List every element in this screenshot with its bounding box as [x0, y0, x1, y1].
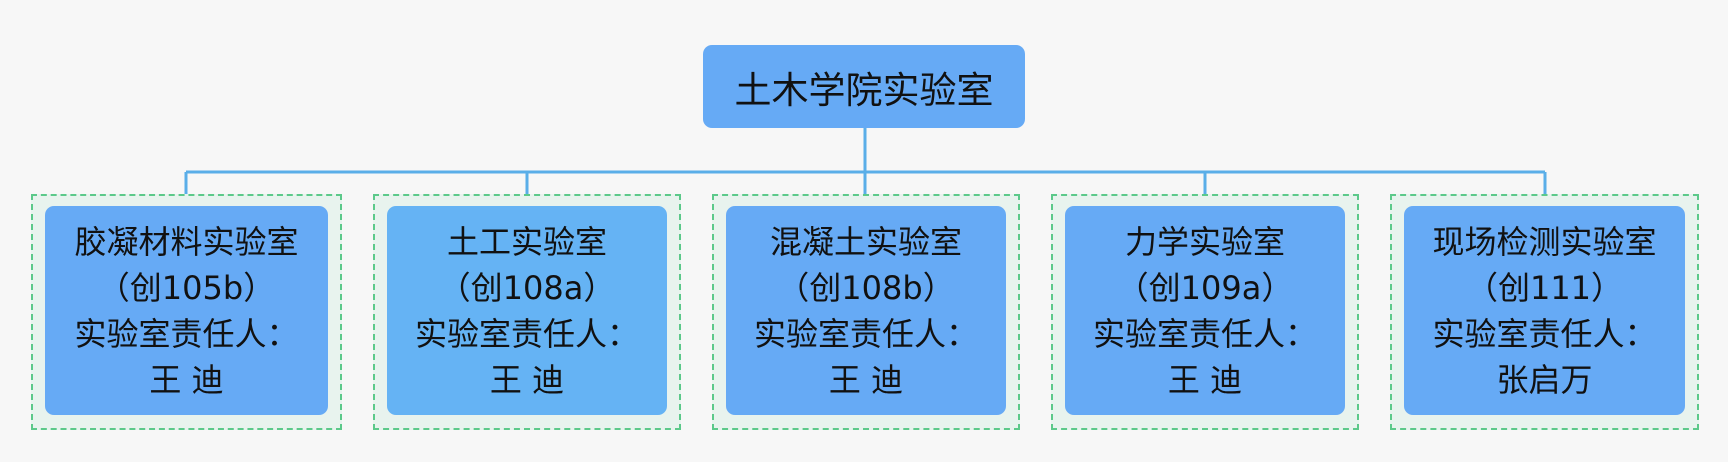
- lab-role-label: 实验室责任人：: [1432, 314, 1657, 353]
- lab-name: 土工实验室: [446, 222, 607, 261]
- lab-person: 王 迪: [828, 360, 904, 399]
- lab-name: 混凝土实验室: [769, 222, 962, 261]
- lab-room: （创111）: [1465, 268, 1624, 307]
- lab-name: 力学实验室: [1124, 222, 1285, 261]
- lab-room: （创108a）: [438, 268, 616, 307]
- lab-person: 王 迪: [149, 360, 224, 399]
- lab-node-4: 力学实验室 （创109a） 实验室责任人： 王 迪: [1065, 206, 1345, 415]
- lab-room: （创109a）: [1116, 268, 1294, 307]
- lab-person: 王 迪: [1167, 360, 1243, 399]
- lab-role-label: 实验室责任人：: [74, 314, 299, 353]
- lab-node-3: 混凝土实验室 （创108b） 实验室责任人： 王 迪: [726, 206, 1006, 415]
- lab-role-label: 实验室责任人：: [414, 314, 639, 353]
- lab-node-5: 现场检测实验室 （创111） 实验室责任人： 张启万: [1404, 206, 1685, 415]
- lab-room: （创105b）: [97, 268, 276, 307]
- lab-name: 胶凝材料实验室: [74, 222, 299, 261]
- lab-role-label: 实验室责任人：: [1092, 314, 1317, 353]
- root-node: 土木学院实验室: [703, 45, 1025, 128]
- lab-role-label: 实验室责任人：: [753, 314, 978, 353]
- lab-person: 王 迪: [489, 360, 565, 399]
- lab-node-1: 胶凝材料实验室 （创105b） 实验室责任人： 王 迪: [45, 206, 328, 415]
- lab-name: 现场检测实验室: [1432, 222, 1657, 261]
- lab-room: （创108b）: [777, 268, 955, 307]
- lab-person: 张启万: [1496, 360, 1593, 399]
- lab-node-2: 土工实验室 （创108a） 实验室责任人： 王 迪: [387, 206, 667, 415]
- root-title: 土木学院实验室: [734, 68, 994, 112]
